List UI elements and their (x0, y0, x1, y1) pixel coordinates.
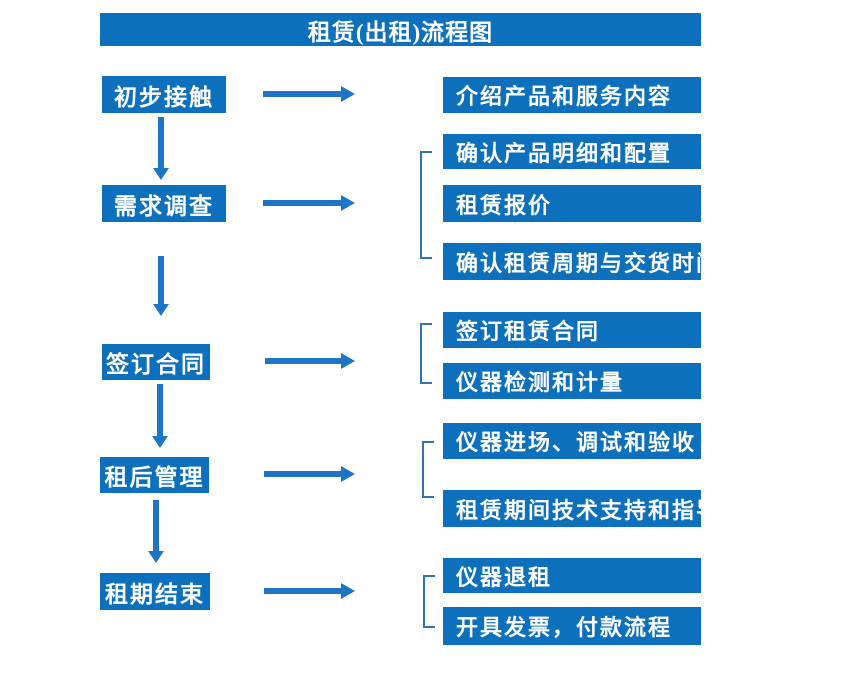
arrow-shaft (158, 256, 164, 305)
step-box-sign-contract: 签订合同 (102, 344, 210, 380)
output-box-confirm-period-delivery: 确认租赁周期与交货时间 (443, 243, 718, 280)
arrow-head (341, 86, 355, 102)
output-box-instrument-testing: 仪器检测和计量 (443, 363, 701, 399)
step-box-demand-survey: 需求调查 (102, 185, 226, 222)
arrow-right-icon (264, 583, 355, 599)
output-box-confirm-details: 确认产品明细和配置 (443, 134, 701, 169)
arrow-right-icon (265, 353, 355, 369)
arrow-head (341, 466, 355, 482)
output-box-introduce-products: 介绍产品和服务内容 (443, 77, 701, 113)
bracket-connector (422, 441, 434, 498)
arrow-down-icon (152, 384, 168, 448)
bracket-connector (420, 323, 432, 384)
output-box-instrument-return: 仪器退租 (443, 558, 701, 593)
output-box-technical-support: 租赁期间技术支持和指导 (443, 490, 718, 527)
arrow-head (341, 353, 355, 369)
flowchart-title: 租赁(出租)流程图 (100, 13, 701, 46)
arrow-right-icon (263, 86, 355, 102)
arrow-shaft (265, 358, 342, 364)
arrow-down-icon (153, 256, 169, 316)
arrow-down-icon (148, 500, 164, 563)
arrow-head (153, 304, 169, 316)
arrow-right-icon (263, 195, 355, 211)
arrow-shaft (158, 117, 164, 169)
bracket-connector (423, 575, 435, 628)
arrow-right-icon (264, 466, 355, 482)
bracket-connector (420, 151, 432, 259)
arrow-shaft (157, 384, 163, 437)
arrow-head (148, 551, 164, 563)
arrow-head (341, 195, 355, 211)
arrow-shaft (264, 588, 342, 594)
arrow-head (153, 168, 169, 180)
arrow-head (152, 436, 168, 448)
arrow-down-icon (153, 117, 169, 180)
arrow-shaft (263, 200, 342, 206)
step-box-post-rental-management: 租后管理 (100, 457, 209, 493)
step-box-rental-end: 租期结束 (100, 573, 210, 610)
arrow-head (341, 583, 355, 599)
output-box-rental-quote: 租赁报价 (443, 185, 701, 222)
output-box-invoice-payment: 开具发票，付款流程 (443, 607, 701, 645)
arrow-shaft (263, 91, 342, 97)
arrow-shaft (264, 471, 342, 477)
output-box-instrument-setup: 仪器进场、调试和验收 (443, 423, 701, 459)
step-box-initial-contact: 初步接触 (102, 76, 226, 113)
output-box-sign-rental-contract: 签订租赁合同 (443, 312, 701, 348)
arrow-shaft (153, 500, 159, 552)
